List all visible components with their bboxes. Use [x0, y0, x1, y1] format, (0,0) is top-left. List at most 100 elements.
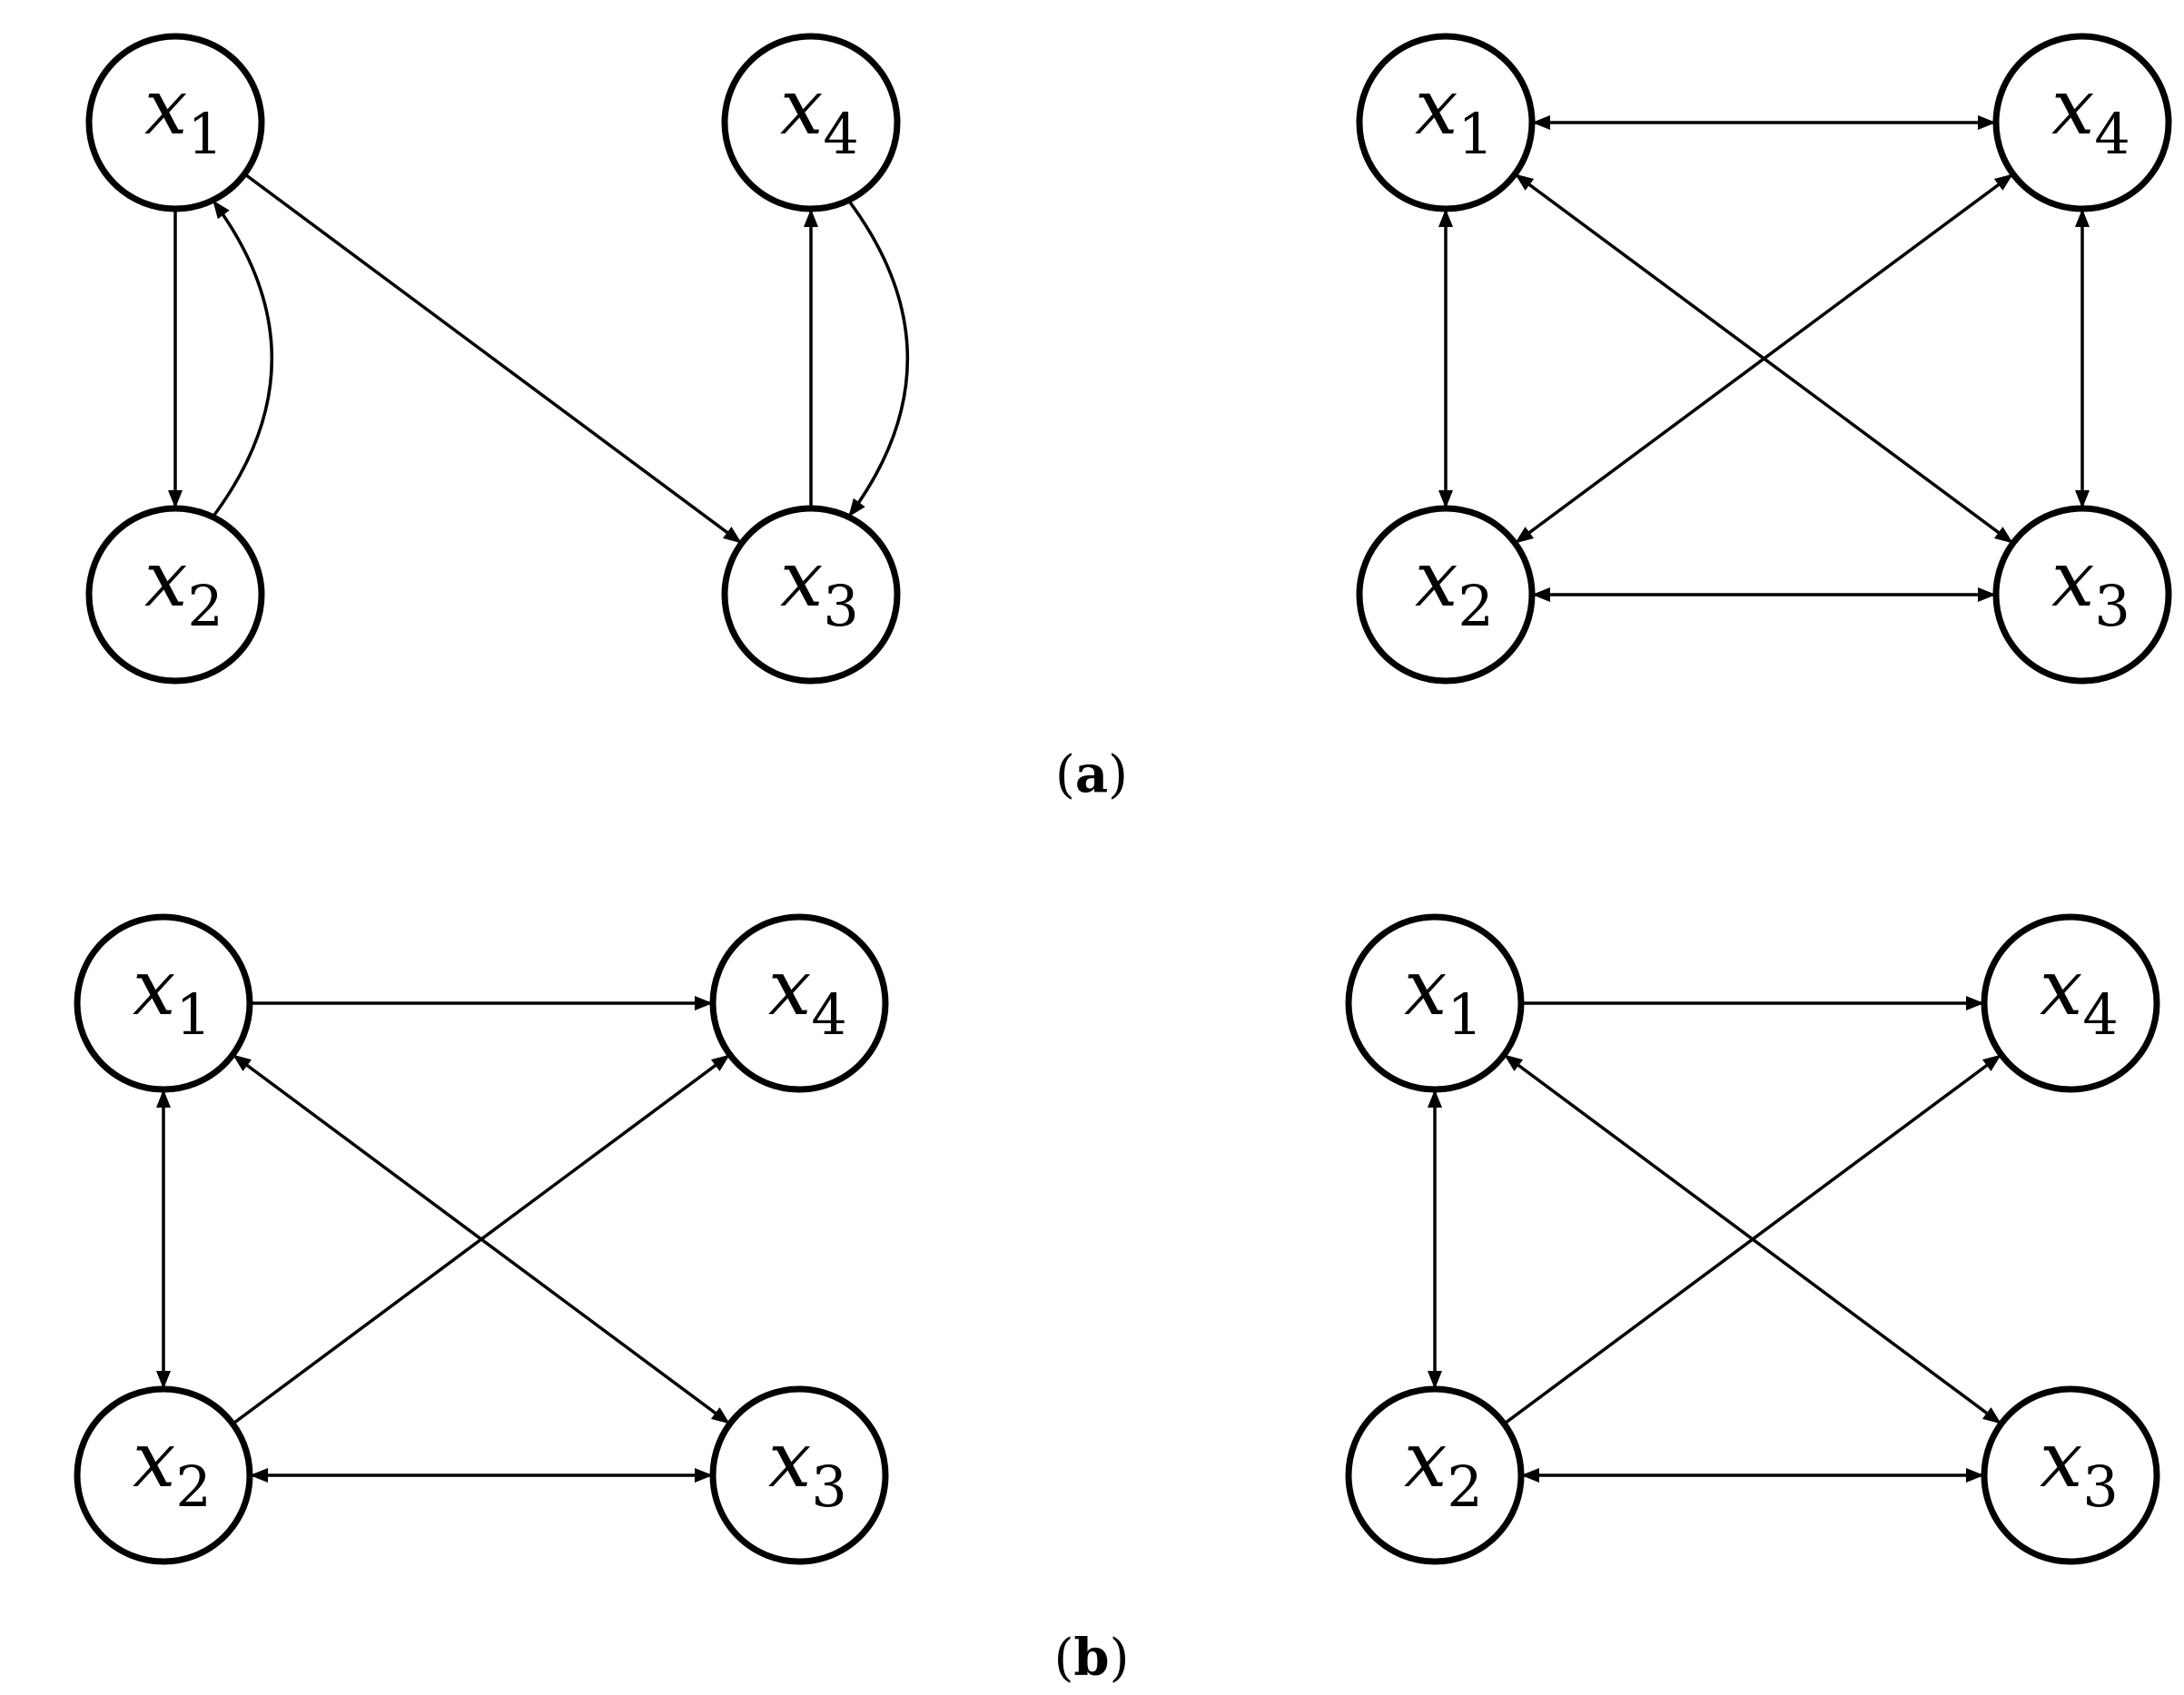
- node-subscript: 4: [2082, 981, 2118, 1048]
- node-label: x2: [133, 1415, 212, 1520]
- node-circle: [1356, 33, 1536, 212]
- panel-a-right-edges: [1438, 115, 2090, 602]
- node-a-left-x2: x2: [85, 505, 265, 685]
- node-subscript: 2: [187, 573, 222, 639]
- node-variable: x: [768, 1415, 811, 1504]
- node-variable: x: [2051, 63, 2094, 152]
- edge-a-left-x2-x1-directed: [211, 199, 273, 518]
- node-label: x4: [768, 943, 847, 1048]
- node-b-left-x4: x4: [709, 913, 889, 1093]
- node-variable: x: [1404, 1415, 1447, 1504]
- node-circle: [721, 33, 901, 212]
- edge-a-left-x1-x3-directed: [243, 172, 743, 545]
- node-label: x1: [1415, 63, 1494, 167]
- node-subscript: 4: [811, 981, 846, 1048]
- node-b-left-x1: x1: [74, 913, 253, 1093]
- node-subscript: 3: [2094, 573, 2130, 639]
- caption-a-label: a: [1075, 744, 1108, 804]
- node-variable: x: [144, 63, 187, 152]
- panel-b-right-edges: [1428, 996, 2002, 1483]
- node-circle: [721, 505, 901, 685]
- node-label: x1: [144, 63, 223, 167]
- node-circle: [74, 913, 253, 1093]
- node-subscript: 1: [1458, 101, 1493, 167]
- node-subscript: 1: [1447, 981, 1482, 1048]
- panel-b-left-edges: [156, 996, 731, 1483]
- node-subscript: 3: [2082, 1454, 2118, 1520]
- edge-b-right-x2-x4-directed: [1503, 1053, 2002, 1425]
- node-variable: x: [1404, 943, 1447, 1032]
- node-b-right-x2: x2: [1345, 1385, 1525, 1565]
- node-variable: x: [2040, 943, 2082, 1032]
- node-circle: [1981, 913, 2160, 1093]
- node-b-right-x3: x3: [1981, 1385, 2160, 1565]
- caption-a: (a): [1055, 744, 1128, 804]
- edge-b-left-x2-x4-directed: [232, 1053, 731, 1425]
- node-a-left-x4: x4: [721, 33, 901, 212]
- node-label: x3: [2040, 1415, 2119, 1520]
- node-label: x3: [2051, 535, 2130, 639]
- node-variable: x: [1415, 535, 1458, 624]
- node-label: x2: [1404, 1415, 1483, 1520]
- node-circle: [85, 33, 265, 212]
- node-circle: [85, 505, 265, 685]
- panel-a-left-edges: [168, 172, 909, 545]
- node-a-left-x1: x1: [85, 33, 265, 212]
- node-circle: [1981, 1385, 2160, 1565]
- node-label: x1: [1404, 943, 1483, 1048]
- node-circle: [1992, 505, 2172, 685]
- node-variable: x: [768, 943, 811, 1032]
- node-circle: [1345, 1385, 1525, 1565]
- node-b-left-x2: x2: [74, 1385, 253, 1565]
- node-subscript: 2: [175, 1454, 211, 1520]
- node-circle: [1992, 33, 2172, 212]
- node-a-right-x2: x2: [1356, 505, 1536, 685]
- edge-a-right-x4-x2-bidirected: [1514, 172, 2014, 545]
- node-subscript: 3: [811, 1454, 846, 1520]
- caption-b: (b): [1054, 1628, 1130, 1688]
- node-circle: [1356, 505, 1536, 685]
- node-variable: x: [780, 535, 823, 624]
- node-label: x3: [780, 535, 859, 639]
- node-variable: x: [2040, 1415, 2082, 1504]
- node-a-left-x3: x3: [721, 505, 901, 685]
- node-circle: [709, 913, 889, 1093]
- node-b-right-x1: x1: [1345, 913, 1525, 1093]
- node-subscript: 1: [175, 981, 211, 1048]
- node-label: x4: [2040, 943, 2119, 1048]
- caption-b-label: b: [1073, 1628, 1109, 1688]
- node-circle: [709, 1385, 889, 1565]
- node-label: x4: [780, 63, 859, 167]
- node-a-right-x3: x3: [1992, 505, 2172, 685]
- node-subscript: 1: [187, 101, 222, 167]
- node-label: x2: [1415, 535, 1494, 639]
- node-variable: x: [1415, 63, 1458, 152]
- node-variable: x: [2051, 535, 2094, 624]
- node-variable: x: [133, 1415, 175, 1504]
- node-label: x3: [768, 1415, 847, 1520]
- node-subscript: 2: [1458, 573, 1493, 639]
- node-circle: [1345, 913, 1525, 1093]
- node-subscript: 4: [823, 101, 858, 167]
- edge-a-left-x4-x3-directed: [846, 199, 909, 518]
- node-b-left-x3: x3: [709, 1385, 889, 1565]
- node-circle: [74, 1385, 253, 1565]
- edges-layer: [156, 115, 2090, 1483]
- node-label: x4: [2051, 63, 2130, 167]
- node-subscript: 3: [823, 573, 858, 639]
- node-variable: x: [144, 535, 187, 624]
- node-label: x2: [144, 535, 223, 639]
- node-subscript: 4: [2094, 101, 2130, 167]
- node-subscript: 2: [1447, 1454, 1482, 1520]
- node-variable: x: [780, 63, 823, 152]
- node-a-right-x4: x4: [1992, 33, 2172, 212]
- node-variable: x: [133, 943, 175, 1032]
- node-b-right-x4: x4: [1981, 913, 2160, 1093]
- node-label: x1: [133, 943, 212, 1048]
